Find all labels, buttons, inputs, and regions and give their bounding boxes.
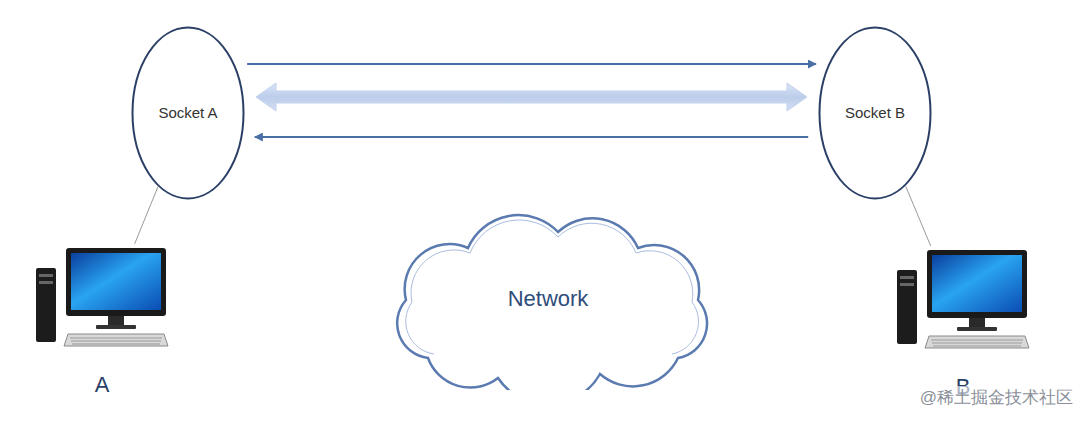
stand bbox=[969, 318, 985, 328]
screen bbox=[71, 253, 161, 310]
computer-icon bbox=[893, 246, 1033, 356]
computer-label: A bbox=[32, 372, 172, 398]
key-row bbox=[933, 346, 1021, 347]
socket-ellipse: Socket A bbox=[131, 26, 245, 200]
key-row bbox=[71, 341, 161, 342]
computer: A bbox=[32, 244, 172, 404]
drive-slot bbox=[39, 274, 53, 277]
leader-line bbox=[906, 186, 931, 246]
arrow-line bbox=[247, 63, 816, 65]
key-row bbox=[932, 343, 1022, 344]
socket-ellipse: Socket B bbox=[818, 26, 932, 200]
stand bbox=[108, 316, 124, 326]
double-arrow bbox=[256, 83, 807, 111]
drive-slot bbox=[900, 283, 914, 286]
key-row bbox=[72, 344, 160, 345]
keyboard bbox=[64, 334, 168, 346]
node-label: Socket B bbox=[844, 102, 906, 124]
keyboard bbox=[925, 336, 1029, 348]
monitor bbox=[66, 248, 166, 316]
stand-base bbox=[957, 327, 997, 331]
node-label: Network bbox=[508, 286, 589, 312]
leader-line bbox=[135, 187, 158, 244]
computer: B bbox=[893, 246, 1033, 400]
drive-slot bbox=[39, 281, 53, 284]
key-row bbox=[70, 338, 162, 339]
drive-slot bbox=[900, 276, 914, 279]
node-label: Socket A bbox=[157, 102, 219, 124]
tower bbox=[36, 268, 56, 342]
key-row bbox=[931, 340, 1023, 341]
tower bbox=[897, 270, 917, 344]
screen bbox=[932, 255, 1022, 312]
computer-icon bbox=[32, 244, 172, 354]
arrow-line bbox=[255, 136, 808, 138]
network-cloud: Network bbox=[368, 208, 728, 390]
watermark: @稀土掘金技术社区 bbox=[920, 386, 1073, 409]
monitor bbox=[927, 250, 1027, 318]
stand-base bbox=[96, 325, 136, 329]
